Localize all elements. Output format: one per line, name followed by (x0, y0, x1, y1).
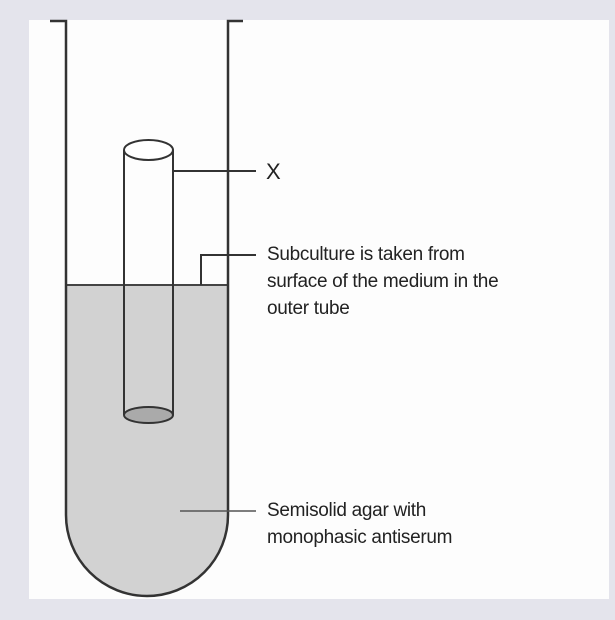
label-subculture-line-2: surface of the medium in the (267, 271, 499, 292)
label-subculture: Subculture is taken from surface of the … (267, 241, 499, 322)
inner-tube-top (123, 139, 174, 161)
subculture-leader-line (200, 254, 256, 285)
label-subculture-line-1: Subculture is taken from (267, 244, 465, 265)
label-agar-line-2: monophasic antiserum (267, 527, 453, 548)
inner-tube-bottom (123, 406, 174, 424)
agar-medium (66, 285, 228, 596)
label-agar-line-1: Semisolid agar with (267, 500, 427, 521)
outer-tube (50, 19, 243, 598)
label-agar: Semisolid agar with monophasic antiserum (267, 497, 452, 551)
label-x: X (266, 159, 281, 184)
label-subculture-line-3: outer tube (267, 298, 350, 319)
